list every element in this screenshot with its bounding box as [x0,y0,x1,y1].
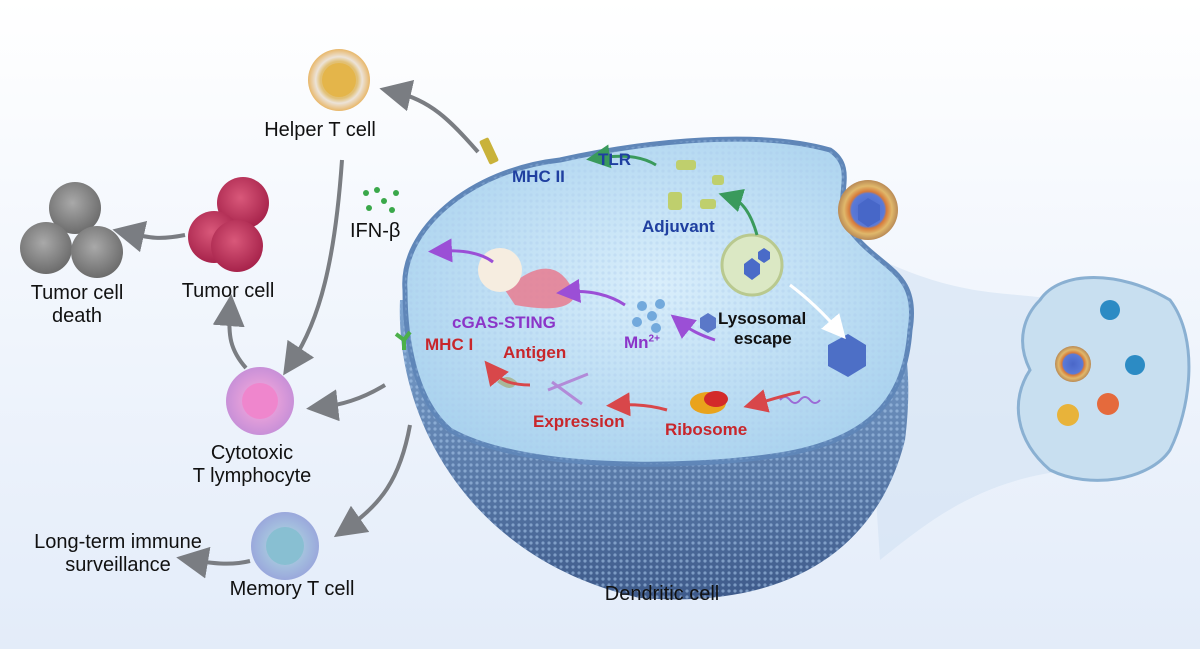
arrow-cgas-to-ifn [428,238,494,264]
memory-t-cell-icon [251,512,319,580]
dna-strand-icon [547,372,589,406]
label-mn2plus: Mn2+ [624,333,660,353]
arrow-mrna-to-ribosome [743,389,801,413]
arrow-adjuvant-to-mhc2 [586,144,657,169]
label-lysosomal-escape: Lysosomal escape [718,309,806,348]
label-helper-t-cell: Helper T cell [264,119,376,141]
mn-ions-icon [632,299,665,333]
nanovaccine-icon [838,180,898,240]
arrow-tumor-to-death [112,220,186,253]
arrow-lysosome-to-mn [670,314,716,342]
label-cytotoxic-t-lymphocyte: Cytotoxic T lymphocyte [193,442,312,488]
label-expression: Expression [533,412,625,431]
label-surveillance-line2: surveillance [65,554,171,576]
arrow-lysosome-down [789,283,846,340]
lymph-node-icon [1016,276,1191,482]
label-ribosome: Ribosome [665,420,748,439]
label-tumor-cell-death: Tumor cell death [31,282,124,328]
dead-tumor-cell-cluster-icon [20,182,123,278]
label-mn-base: Mn [624,333,649,352]
label-cgas-sting: cGAS-STING [452,313,556,332]
label-long-term-surveillance: Long-term immune surveillance [34,531,202,577]
label-memory-t-cell: Memory T cell [229,578,355,600]
dendritic-cell [399,136,914,600]
arrow-lysosome-to-adjuvant [718,188,759,236]
mhc-receptor-icon [394,330,412,350]
label-lysosomal-line2: escape [734,328,792,348]
adjuvant-fragments-icon [668,160,724,210]
label-lysosomal-line1: Lysosomal [718,309,807,328]
lysosome-nanoparticle-icon [720,233,784,297]
label-mhc-ii: MHC II [512,167,565,186]
arrow-helper-to-ctl [283,159,344,376]
ribosome-icon [690,391,728,414]
arrow-ribosome-to-expression [606,392,668,417]
arrow-memory-to-surveillance [176,546,251,579]
label-surveillance-line1: Long-term immune [34,531,202,553]
helper-t-cell-icon [308,49,370,111]
label-ifn-beta: IFN-β [350,220,401,242]
arrow-ctl-to-tumor [212,294,248,370]
label-adjuvant: Adjuvant [642,217,715,236]
large-nanoparticle-icon [828,334,866,377]
label-mhc-i: MHC I [425,335,474,354]
label-antigen: Antigen [503,343,567,362]
arrow-mn-to-cgas [556,278,626,307]
arrow-antigen-to-mhc1 [484,360,531,387]
label-tumor-cell: Tumor cell [181,280,275,302]
nanoparticle-icon [700,313,716,333]
label-tumor-cell-death-line2: death [51,305,103,327]
label-mn-charge: 2+ [648,333,660,345]
arrow-dc-to-memory [333,424,412,538]
label-ctl-line1: Cytotoxic [210,442,294,464]
arrow-dc-to-ctl [306,383,387,422]
ifn-beta-dots-icon [363,187,399,213]
cytotoxic-t-cell-icon [226,367,294,435]
label-ctl-line2: T lymphocyte [192,465,312,487]
label-dendritic-cell: Dendritic cell [604,583,720,605]
label-tlr: TLR [598,150,632,169]
mrna-icon [779,396,821,404]
arrow-to-helper-t [379,79,480,154]
label-tumor-cell-death-line1: Tumor cell [30,282,124,304]
tumor-cell-cluster-icon [188,177,269,272]
tlr-receptor-icon [479,137,499,165]
